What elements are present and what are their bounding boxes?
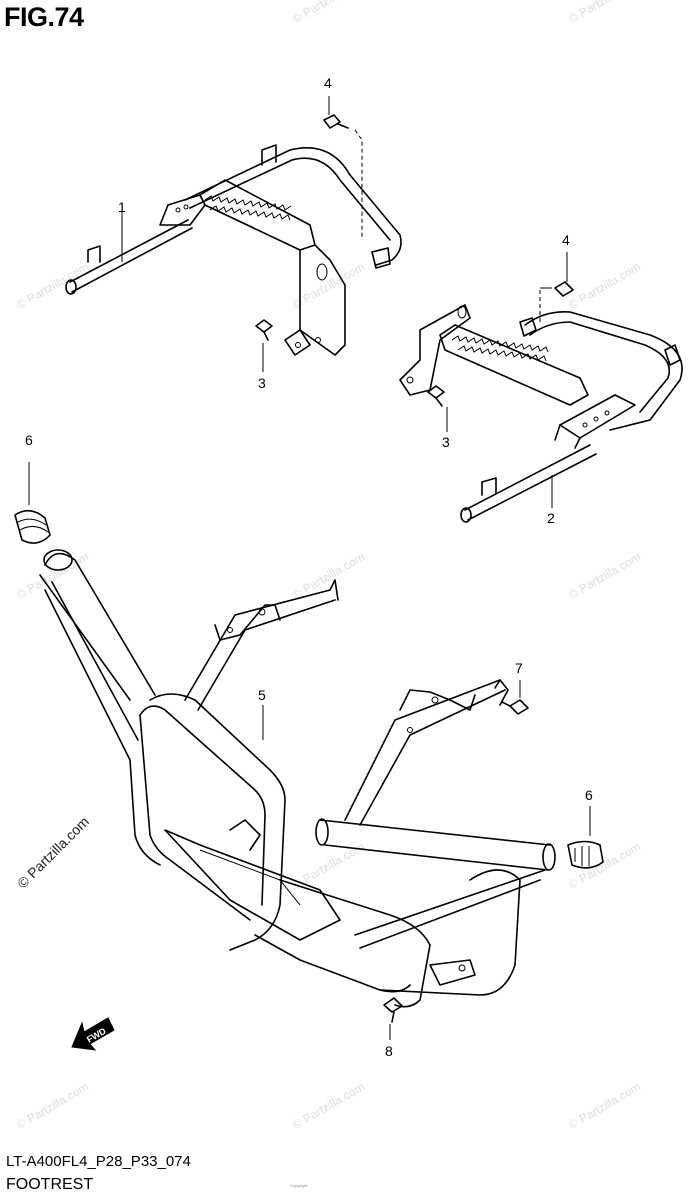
part-number-4: 4 — [562, 232, 570, 248]
figure-title: FIG.74 — [4, 2, 84, 32]
cap-part-6-left — [14, 462, 51, 544]
bolt-part-4-right — [539, 252, 574, 325]
part-number-6: 6 — [585, 787, 593, 803]
footrest-right-part-2 — [399, 304, 683, 523]
figure-caption: FOOTREST — [6, 1176, 94, 1193]
part-number-5: 5 — [258, 687, 266, 703]
bolt-part-3-right — [427, 385, 448, 432]
part-number-6: 6 — [25, 432, 33, 448]
bolt-part-4-upper — [323, 96, 363, 240]
part-number-8: 8 — [385, 1043, 393, 1059]
bolt-part-7 — [501, 680, 529, 715]
part-number-3: 3 — [442, 434, 450, 450]
model-code: LT-A400FL4_P28_P33_074 — [6, 1153, 191, 1170]
cap-part-6-right — [567, 806, 604, 869]
part-number-2: 2 — [547, 510, 555, 526]
bolt-part-3-left — [255, 319, 273, 372]
footrest-left-part-1 — [65, 144, 402, 356]
copyright-footer: Copyright — [290, 1183, 308, 1188]
part-number-1: 1 — [118, 199, 126, 215]
bumper-frame-part-5 — [39, 549, 556, 1008]
part-number-4: 4 — [324, 75, 332, 91]
part-number-3: 3 — [258, 375, 266, 391]
part-number-7: 7 — [515, 660, 523, 676]
bolt-part-8 — [383, 997, 403, 1040]
forward-direction-arrow: FWD — [71, 1017, 115, 1051]
